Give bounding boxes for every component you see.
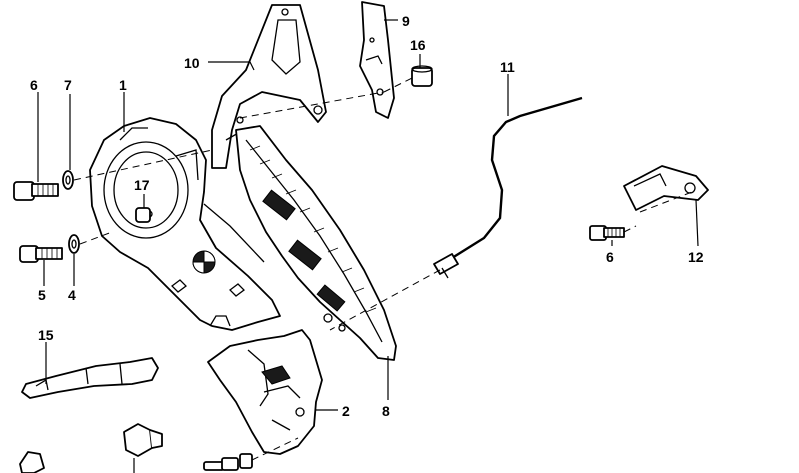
part-8-chain-guide xyxy=(235,125,397,361)
callout-17: 17 xyxy=(134,177,150,193)
bolt-6-right xyxy=(589,225,625,241)
washer-4 xyxy=(68,234,80,254)
bolt-6-left xyxy=(13,181,59,201)
part-10-bracket xyxy=(211,4,327,169)
part-9-bracket xyxy=(359,1,395,119)
callout-5: 5 xyxy=(38,287,46,303)
part-16-sleeve xyxy=(411,65,433,87)
callout-6-left: 6 xyxy=(30,77,38,93)
assembly-lines xyxy=(73,77,693,461)
callout-2: 2 xyxy=(342,403,350,419)
callout-8: 8 xyxy=(382,403,390,419)
callout-labels: 6 7 1 10 9 16 11 17 5 4 6 12 15 2 8 xyxy=(30,13,704,419)
callout-1: 1 xyxy=(119,77,127,93)
leader-lines xyxy=(37,19,699,473)
part-11-sensor-cable xyxy=(433,96,583,279)
part-15-clip xyxy=(21,357,159,399)
callout-6-right: 6 xyxy=(606,249,614,265)
callout-11: 11 xyxy=(500,59,515,75)
callout-16: 16 xyxy=(410,37,426,53)
bottom-hardware xyxy=(19,423,253,473)
part-17-dowel xyxy=(135,207,151,223)
callout-10: 10 xyxy=(184,55,200,71)
callout-4: 4 xyxy=(68,287,76,303)
callout-7: 7 xyxy=(64,77,72,93)
callout-15: 15 xyxy=(38,327,54,343)
part-2-lower-cover xyxy=(207,329,323,455)
callout-12: 12 xyxy=(688,249,704,265)
part-12-sensor-bracket xyxy=(623,165,709,211)
bolt-5 xyxy=(19,245,63,263)
washer-7 xyxy=(62,170,74,190)
callout-9: 9 xyxy=(402,13,410,29)
